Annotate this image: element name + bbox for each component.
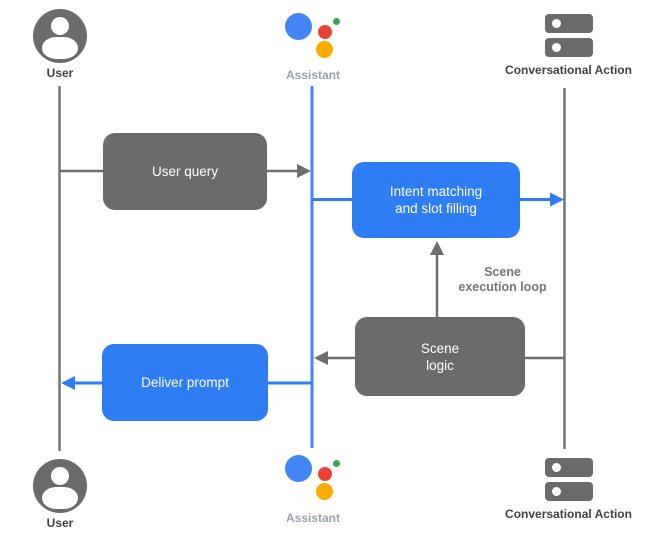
actor-user-top: User [10, 9, 110, 80]
actor-label-conversational-action: Conversational Action [505, 63, 632, 77]
actor-label-assistant: Assistant [285, 68, 341, 82]
server-unit [544, 458, 593, 477]
arrowhead-right-icon [550, 192, 564, 207]
assistant-orange-dot [316, 41, 333, 58]
arrowhead-left-icon [61, 376, 75, 390]
user-query-box: User query [103, 133, 267, 210]
server-led-icon [551, 487, 561, 496]
actor-label-user: User [46, 516, 74, 530]
arrowhead-right-icon [297, 164, 311, 178]
arrowhead-up-icon [430, 241, 444, 255]
assistant-green-dot [333, 460, 340, 467]
actor-user-bottom: User [10, 459, 110, 530]
server-icon [544, 14, 593, 57]
actor-assistant-top: Assistant [263, 13, 363, 82]
deliver-prompt-box: Deliver prompt [102, 344, 268, 421]
server-unit [544, 38, 593, 57]
person-icon [33, 459, 87, 513]
google-assistant-icon [285, 13, 341, 59]
assistant-green-dot [333, 18, 340, 25]
assistant-orange-dot [316, 483, 333, 500]
actor-conversational-action-bottom: Conversational Action [496, 458, 641, 521]
actor-label-user: User [46, 66, 74, 80]
actor-label-assistant: Assistant [285, 511, 341, 525]
intent-matching-box: Intent matching and slot filling [352, 162, 520, 238]
person-head [51, 467, 69, 485]
person-body [42, 487, 78, 509]
person-icon [33, 9, 87, 63]
scene-execution-loop-label: Scene execution loop [458, 265, 547, 294]
assistant-blue-dot [285, 13, 312, 40]
person-head [51, 17, 69, 35]
server-unit [544, 482, 593, 501]
actor-conversational-action-top: Conversational Action [496, 14, 641, 77]
server-led-icon [551, 19, 561, 28]
server-led-icon [551, 463, 561, 472]
actor-assistant-bottom: Assistant [263, 455, 363, 525]
server-led-icon [551, 43, 561, 52]
arrowhead-left-icon [314, 351, 328, 365]
scene-loop-arrow [430, 241, 444, 317]
assistant-red-dot [318, 25, 332, 39]
assistant-blue-dot [285, 455, 312, 482]
person-body [42, 37, 78, 59]
actor-label-conversational-action: Conversational Action [505, 507, 632, 521]
server-icon [544, 458, 593, 501]
assistant-red-dot [318, 467, 332, 481]
server-unit [544, 14, 593, 33]
google-assistant-icon [285, 455, 341, 501]
scene-logic-box: Scene logic [355, 317, 525, 396]
